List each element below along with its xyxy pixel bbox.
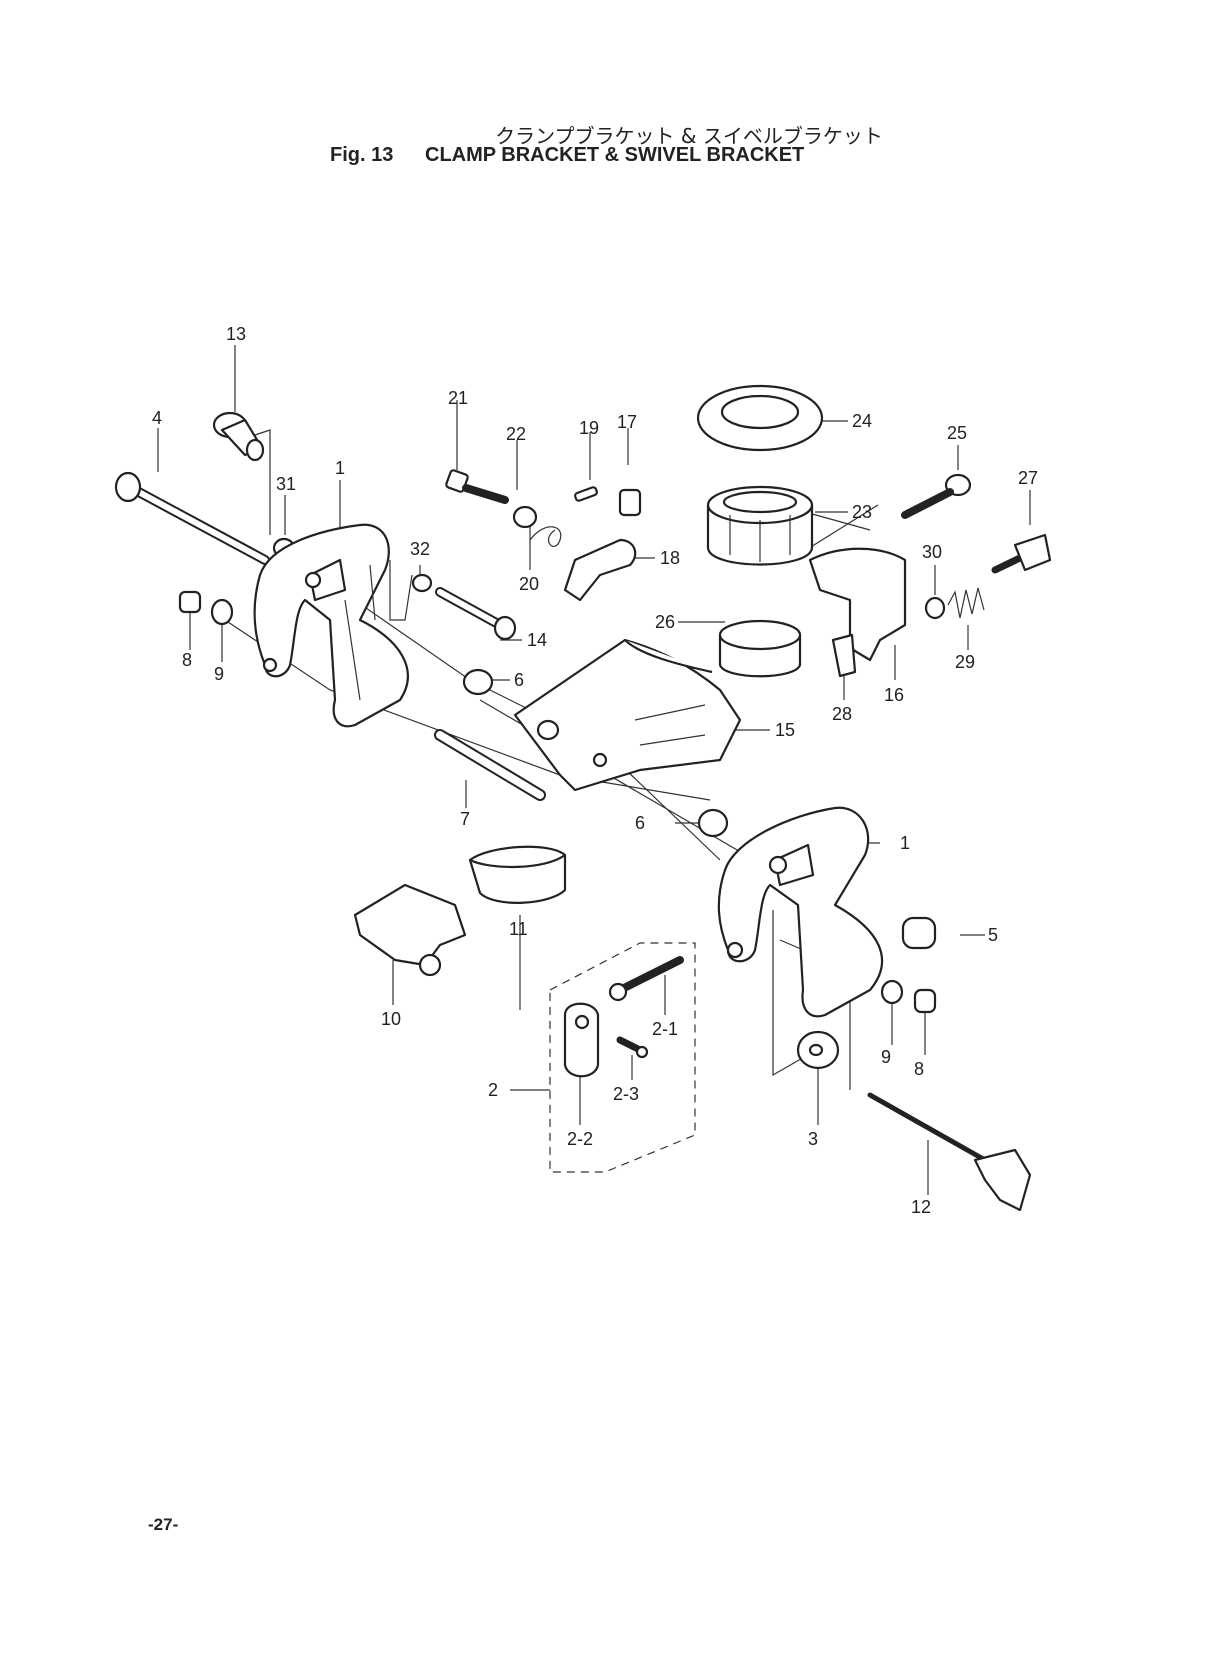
- part-20-spring: [529, 526, 562, 547]
- callout-14: 14: [527, 630, 547, 650]
- callout-6-lower: 6: [635, 813, 645, 833]
- part-14-bolt: [435, 587, 517, 641]
- callout-3: 3: [808, 1129, 818, 1149]
- part-3-stopper: [796, 1030, 840, 1070]
- part-30-washer: [924, 596, 946, 620]
- callout-30: 30: [922, 542, 942, 562]
- part-1-clamp-bracket-left: [253, 523, 409, 728]
- callout-28: 28: [832, 704, 852, 724]
- kit-2-outline: [549, 942, 696, 1173]
- part-24-ring: [696, 384, 824, 452]
- callout-labels: 13 4 1 31 32 8 9 14 6 7 6 21 22 19 17 20…: [152, 324, 1038, 1217]
- part-1-clamp-bracket-right: [717, 806, 884, 1018]
- callout-5: 5: [988, 925, 998, 945]
- figure-title: Fig. 13 CLAMP BRACKET & SWIVEL BRACKET: [330, 144, 804, 167]
- callout-12: 12: [911, 1197, 931, 1217]
- part-26-bushing: [718, 619, 802, 678]
- part-8-nut-left: [178, 590, 202, 614]
- callout-20: 20: [519, 574, 539, 594]
- callout-27: 27: [1018, 468, 1038, 488]
- title-english: CLAMP BRACKET & SWIVEL BRACKET: [425, 144, 805, 166]
- part-8-nut-right: [913, 988, 937, 1014]
- callout-13: 13: [226, 324, 246, 344]
- callout-2: 2: [488, 1080, 498, 1100]
- callout-23: 23: [852, 502, 872, 522]
- part-9-washer-left: [210, 598, 234, 626]
- part-21-bolt: [445, 469, 509, 504]
- callout-32: 32: [410, 539, 430, 559]
- callout-2-2: 2-2: [567, 1129, 593, 1149]
- part-29-spring: [947, 587, 985, 619]
- callout-15: 15: [775, 720, 795, 740]
- part-11-thrust-shim: [468, 845, 567, 904]
- part-17-collar: [618, 488, 642, 517]
- part-6-washer-lower: [697, 808, 729, 838]
- part-23-steering-collar: [706, 485, 814, 566]
- part-19-pin: [574, 486, 598, 502]
- part-9-washer-right: [880, 979, 904, 1005]
- callout-18: 18: [660, 548, 680, 568]
- part-32-o-ring: [411, 573, 433, 593]
- callout-1-upper: 1: [335, 458, 345, 478]
- callout-9-right: 9: [881, 1047, 891, 1067]
- callout-2-1: 2-1: [652, 1019, 678, 1039]
- callout-17: 17: [617, 412, 637, 432]
- callout-10: 10: [381, 1009, 401, 1029]
- callout-16: 16: [884, 685, 904, 705]
- part-4-long-bolt: [114, 471, 270, 565]
- part-6-washer-upper: [462, 668, 494, 696]
- callout-24: 24: [852, 411, 872, 431]
- part-2-2-lock-lever: [563, 1002, 600, 1078]
- part-7-tilt-pin: [434, 729, 546, 801]
- page-number: -27-: [148, 1515, 179, 1534]
- callout-7: 7: [460, 809, 470, 829]
- part-27-wing-bolt: [991, 533, 1052, 574]
- part-2-1-bolt: [608, 956, 684, 1002]
- callout-9-left: 9: [214, 664, 224, 684]
- callout-26: 26: [655, 612, 675, 632]
- callout-2-3: 2-3: [613, 1084, 639, 1104]
- callout-11: 11: [509, 919, 528, 939]
- part-10-holder: [353, 883, 467, 977]
- part-28-friction-piece: [831, 633, 857, 678]
- callout-25: 25: [947, 423, 967, 443]
- callout-8-left: 8: [182, 650, 192, 670]
- part-18-lock-lever: [563, 538, 637, 602]
- callout-6-upper: 6: [514, 670, 524, 690]
- part-16-friction-bracket: [808, 547, 907, 662]
- callout-8-right: 8: [914, 1059, 924, 1079]
- callout-21: 21: [448, 388, 468, 408]
- figure-number: Fig. 13: [330, 144, 394, 166]
- part-5-nut: [901, 916, 937, 950]
- part-13-bushing: [212, 411, 265, 462]
- callout-22: 22: [506, 424, 526, 444]
- title-japanese: クランプブラケット & スイベルブラケット: [495, 124, 883, 148]
- callout-19: 19: [579, 418, 599, 438]
- callout-4: 4: [152, 408, 162, 428]
- part-22-washer: [512, 505, 538, 529]
- part-15-swivel-bracket: [513, 638, 742, 792]
- part-2-3-pin: [616, 1036, 649, 1059]
- part-12-tilt-rod: [867, 1092, 1032, 1212]
- part-25-bolt: [901, 473, 972, 519]
- callout-31: 31: [276, 474, 296, 494]
- callout-29: 29: [955, 652, 975, 672]
- callout-1-lower: 1: [900, 833, 910, 853]
